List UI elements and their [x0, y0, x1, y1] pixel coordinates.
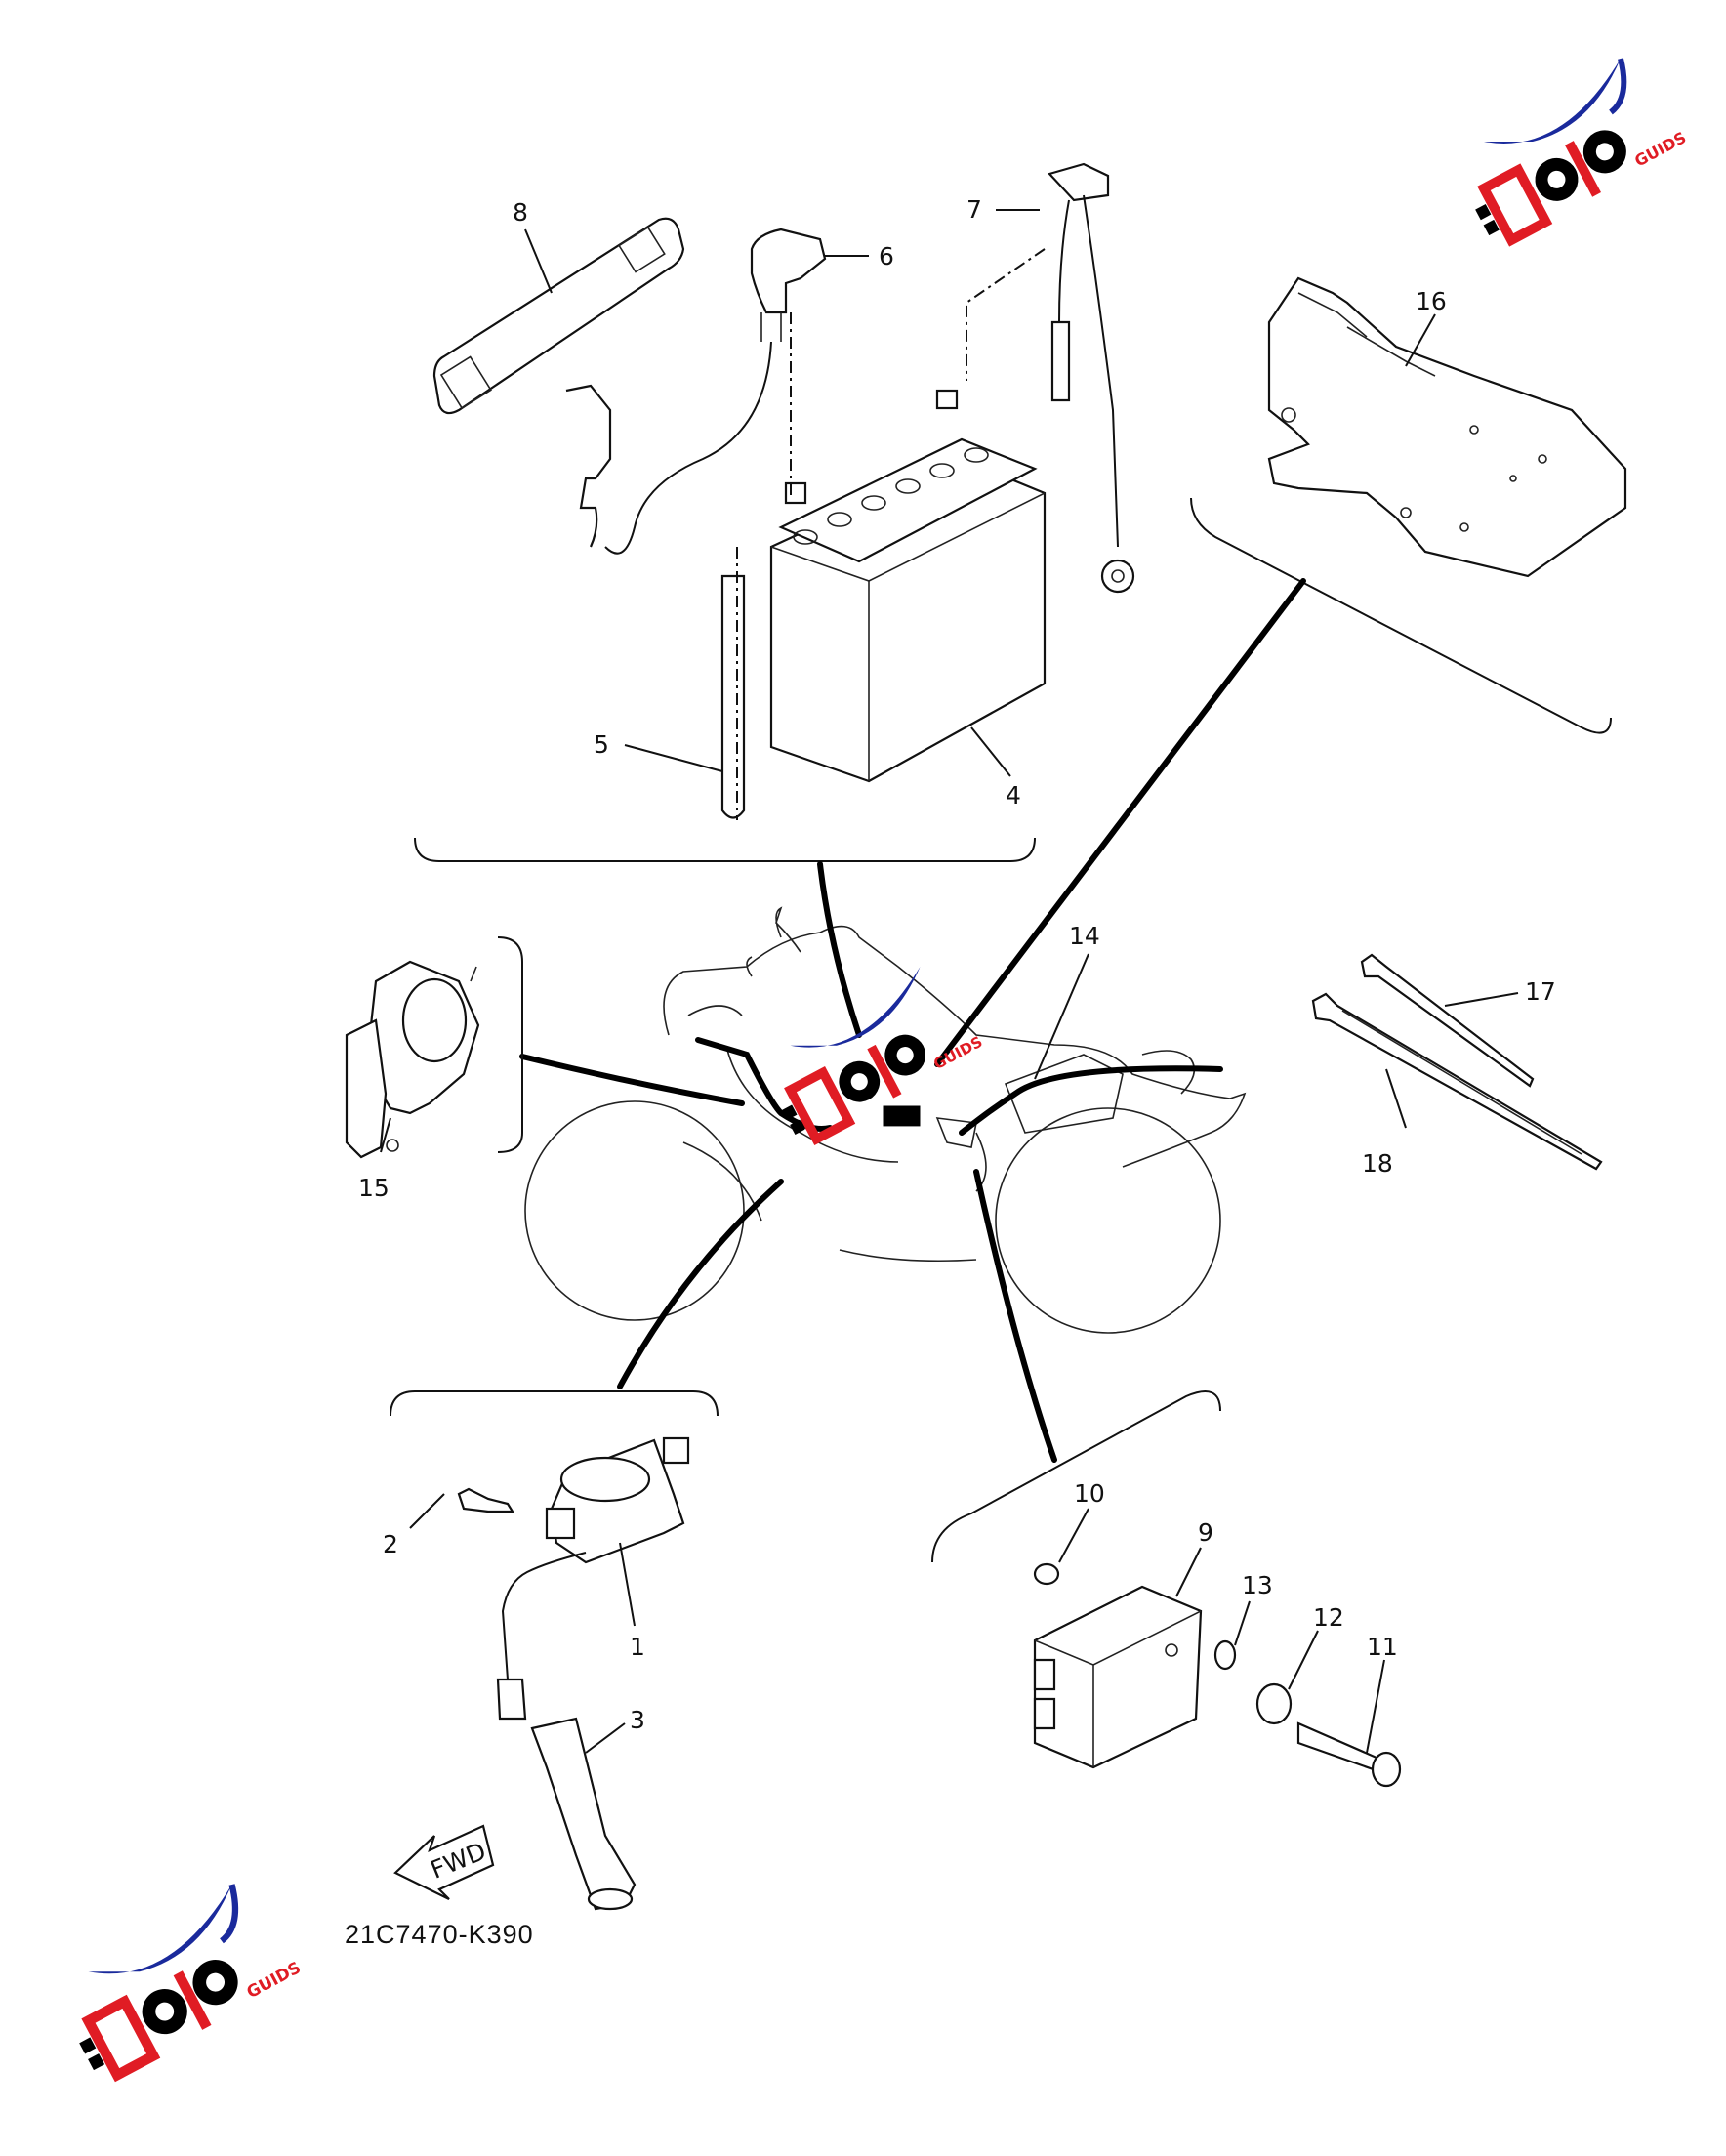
- callout-numbers: 8 6 7 16 5 4 14 17 15 18 10 9 2 13 12 1 …: [358, 195, 1556, 1734]
- svg-text:GUIDS: GUIDS: [243, 1957, 304, 2002]
- callout-18: 18: [1362, 1149, 1393, 1178]
- horn-group: [345, 936, 523, 1159]
- positive-lead: [565, 228, 827, 555]
- callout-leaders: [380, 209, 1519, 1754]
- part-code: 21C7470-K390: [345, 1920, 534, 1949]
- callout-4: 4: [1006, 781, 1021, 809]
- battery: [769, 389, 1047, 783]
- leader-lines: [519, 578, 1306, 1463]
- callout-2: 2: [383, 1530, 398, 1558]
- callout-7: 7: [966, 195, 982, 224]
- callout-3: 3: [630, 1706, 645, 1734]
- battery-group: [414, 162, 1135, 862]
- regulator-group: [931, 1390, 1402, 1788]
- callout-14: 14: [1069, 922, 1100, 950]
- fwd-arrow: FWD: [393, 1824, 495, 1900]
- ignition-coil-group: [390, 1390, 719, 1911]
- callout-15: 15: [358, 1174, 390, 1202]
- callout-5: 5: [594, 730, 609, 759]
- callout-8: 8: [513, 198, 528, 227]
- svg-text:GUIDS: GUIDS: [1631, 128, 1689, 170]
- breather-hose: [720, 547, 746, 820]
- brand-logo-center: GUIDS: [782, 967, 985, 1146]
- callout-12: 12: [1313, 1603, 1344, 1632]
- callout-10: 10: [1074, 1479, 1105, 1508]
- callout-11: 11: [1367, 1633, 1398, 1661]
- brand-logo-top-right: GUIDS: [1475, 58, 1689, 247]
- cable-ties: [1311, 953, 1603, 1171]
- callout-13: 13: [1242, 1571, 1273, 1599]
- negative-lead: [966, 162, 1135, 594]
- callout-6: 6: [879, 242, 894, 270]
- battery-bracket-group: [1190, 276, 1627, 734]
- motorcycle-silhouette: [524, 906, 1247, 1334]
- battery-band: [432, 217, 685, 415]
- callout-1: 1: [630, 1633, 645, 1661]
- callout-16: 16: [1416, 287, 1447, 315]
- callout-17: 17: [1525, 977, 1556, 1006]
- brand-logo-bottom-left: GUIDS: [79, 1884, 304, 2083]
- callout-9: 9: [1198, 1518, 1213, 1547]
